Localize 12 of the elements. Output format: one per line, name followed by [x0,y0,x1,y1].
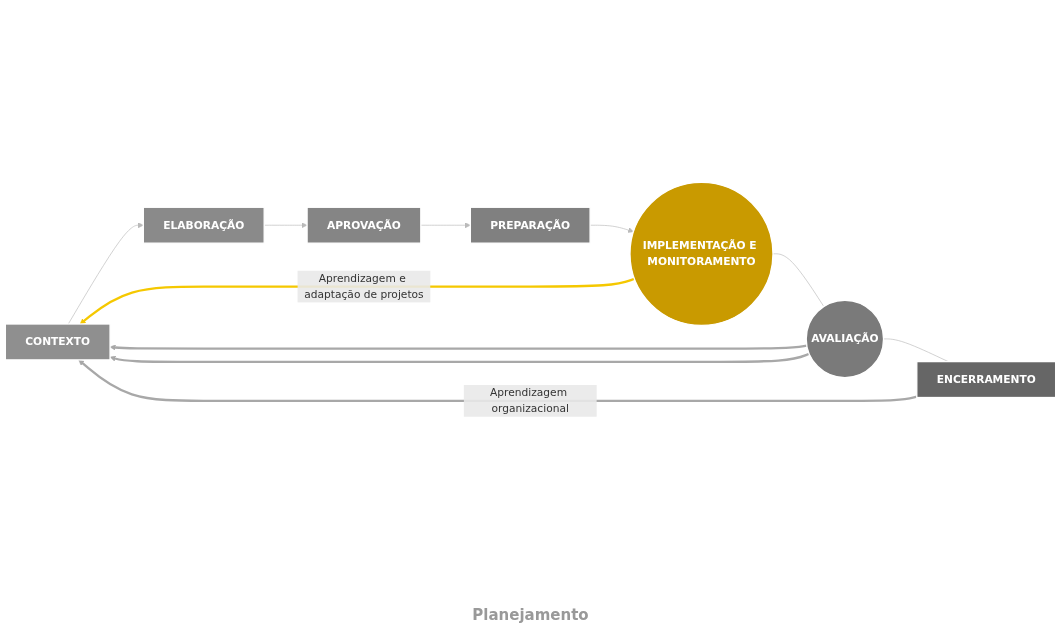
node-box: ELABORAÇÃO [142,207,265,245]
node-box: ENCERRAMENTO [916,361,1057,399]
node-circle: IMPLEMENTAÇÃO E MONITORAMENTO [629,182,774,327]
node-box: CONTEXTO [4,323,111,361]
node-circle: AVALIAÇÃO [805,300,885,379]
node-box: APROVAÇÃO [306,207,422,245]
edge-label: Aprendizagem e adaptação de projetos [304,272,424,301]
connector [883,339,949,363]
node-box: PREPARAÇÃO [469,207,591,245]
phase-label: Planejamento [472,606,589,624]
connector [772,253,825,308]
edge-label: Aprendizagem organizacional [490,386,569,416]
